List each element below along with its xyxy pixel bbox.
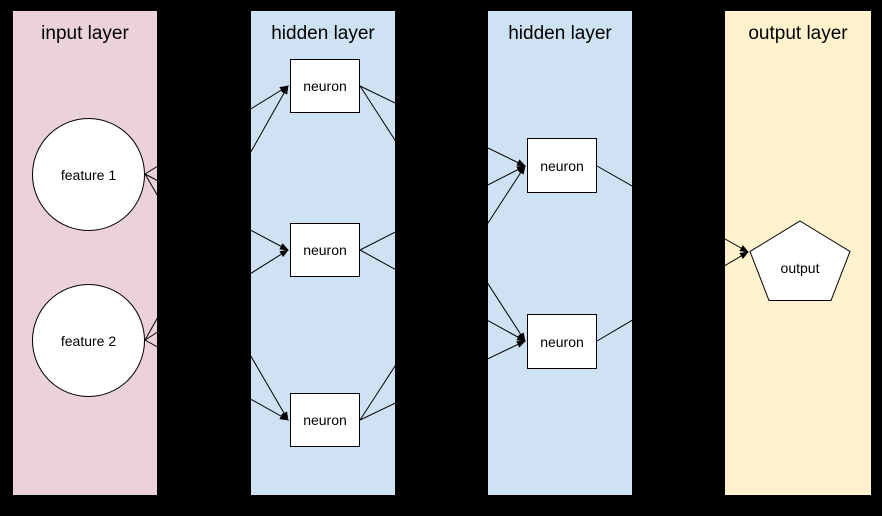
- edge-h2n2-output: [596, 251, 749, 342]
- node-hidden2-neuron-1: neuron: [527, 138, 597, 193]
- hidden-layer-1-title: hidden layer: [271, 23, 375, 44]
- node-hidden2-neuron-2: neuron: [527, 314, 597, 369]
- node-feature-1-label: feature 1: [60, 166, 117, 183]
- output-pentagon: [749, 220, 851, 301]
- edge-h1n3-h2n1: [359, 165, 526, 421]
- node-hidden1-neuron-2-label: neuron: [303, 242, 347, 258]
- node-hidden1-neuron-3: neuron: [290, 393, 360, 447]
- output-layer-title: output layer: [748, 23, 848, 44]
- edge-h1n2-h2n2: [359, 249, 526, 342]
- node-hidden1-neuron-1: neuron: [290, 59, 360, 113]
- panel-input-layer: input layer: [13, 11, 157, 495]
- input-layer-title: input layer: [41, 23, 129, 44]
- node-hidden1-neuron-2: neuron: [290, 223, 360, 277]
- node-hidden1-neuron-3-label: neuron: [303, 412, 347, 428]
- node-feature-1: feature 1: [32, 118, 145, 231]
- edge-h1n1-h2n2: [359, 85, 526, 342]
- node-hidden2-neuron-1-label: neuron: [540, 157, 584, 174]
- edge-h2n1-output: [596, 165, 749, 253]
- edge-feature1-h1n3: [144, 173, 289, 421]
- node-feature-2-label: feature 2: [60, 332, 117, 349]
- edge-h1n1-h2n1: [359, 85, 526, 167]
- node-feature-2: feature 2: [32, 284, 145, 397]
- node-hidden2-neuron-2-label: neuron: [540, 333, 584, 350]
- panel-hidden-layer-2: hidden layer: [488, 11, 632, 495]
- hidden-layer-2-title: hidden layer: [508, 23, 612, 44]
- edge-feature2-h1n3: [144, 339, 289, 421]
- node-hidden1-neuron-1-label: neuron: [303, 78, 347, 94]
- edge-feature1-h1n1: [144, 85, 289, 175]
- edge-feature2-h1n2: [144, 249, 289, 341]
- connection-arrows: [144, 85, 749, 421]
- node-output-label: output: [780, 260, 820, 276]
- edge-h1n3-h2n2: [359, 340, 526, 421]
- edge-h1n2-h2n1: [359, 165, 526, 251]
- edge-feature2-h1n1: [144, 85, 289, 341]
